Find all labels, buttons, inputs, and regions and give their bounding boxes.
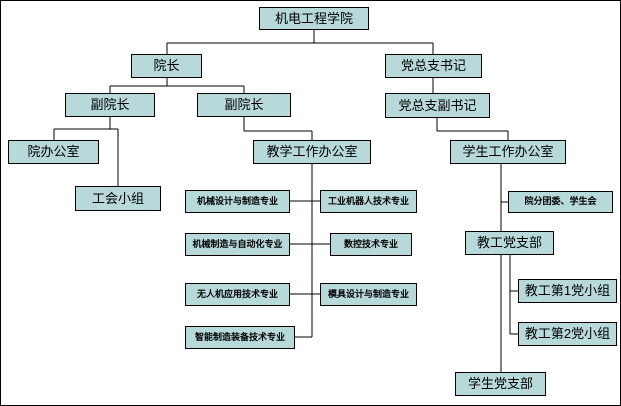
org-node-label: 副院长 [224,97,264,113]
org-node-label: 学生工作办公室 [462,144,554,160]
org-node-vice-dean-2: 副院长 [197,93,291,117]
org-node-label: 数控技术专业 [343,238,398,249]
org-node-party-secretary: 党总支书记 [385,54,482,78]
org-node-college-office: 院办公室 [8,140,99,164]
org-node-party-vice-secretary: 党总支副书记 [385,93,490,118]
org-node-college: 机电工程学院 [259,7,369,30]
org-node-student-office: 学生工作办公室 [450,140,566,164]
org-node-label: 工业机器人技术专业 [327,195,409,206]
org-node-label: 副院长 [90,97,130,113]
org-node-label: 院办公室 [27,144,80,160]
org-node-dean: 院长 [131,54,202,78]
org-node-major-intelligent-mfg: 智能制造装备技术专业 [185,326,295,349]
org-node-major-uav: 无人机应用技术专业 [185,283,290,306]
org-node-label: 党总支副书记 [398,97,477,113]
org-node-major-mech-auto: 机械制造与自动化专业 [185,233,290,256]
org-node-label: 工会小组 [91,190,144,206]
org-node-youth-league: 院分团委、学生会 [508,191,613,213]
org-node-faculty-party-branch: 教工党支部 [465,231,554,255]
org-node-label: 教工第1党小组 [524,283,611,299]
org-node-label: 教工第2党小组 [524,326,611,342]
org-node-label: 院长 [153,58,180,74]
org-node-faculty-party-group-2: 教工第2党小组 [518,322,617,346]
org-node-vice-dean-1: 副院长 [65,93,155,117]
org-node-student-party-branch: 学生党支部 [455,372,546,396]
org-node-label: 机电工程学院 [274,10,353,26]
org-node-major-industrial-robot: 工业机器人技术专业 [320,190,417,213]
org-node-major-mech-design: 机械设计与制造专业 [185,190,290,213]
org-node-label: 学生党支部 [467,376,533,392]
org-node-label: 机械设计与制造专业 [196,195,278,206]
org-node-label: 院分团委、学生会 [524,196,597,207]
org-node-faculty-party-group-1: 教工第1党小组 [518,279,617,303]
org-node-union-group: 工会小组 [75,186,161,211]
org-node-label: 无人机应用技术专业 [196,288,278,299]
org-node-major-cnc: 数控技术专业 [330,233,412,256]
org-node-label: 党总支书记 [400,58,466,74]
org-node-teaching-office: 教学工作办公室 [253,140,371,164]
org-node-major-mold: 模具设计与制造专业 [320,283,417,306]
org-node-label: 智能制造装备技术专业 [194,331,285,342]
org-node-label: 教工党支部 [476,235,542,251]
org-node-label: 教学工作办公室 [266,144,358,160]
org-node-label: 机械制造与自动化专业 [192,238,283,249]
org-node-label: 模具设计与制造专业 [327,288,409,299]
